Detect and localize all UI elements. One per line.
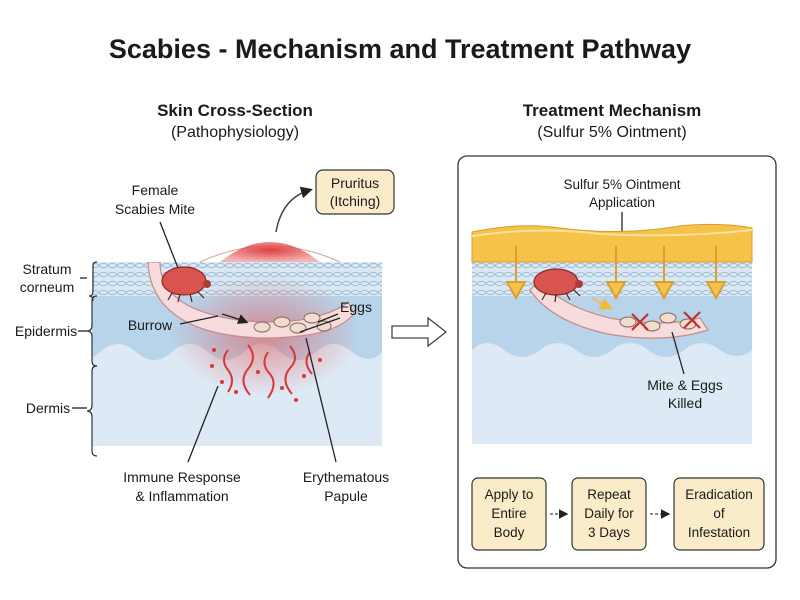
scabies-mite [161,266,211,303]
step-box-2 [571,477,647,551]
left-heading: Skin Cross-Section [157,101,313,120]
step-1-line-1: Apply to [485,487,534,502]
step-box-3 [673,477,765,551]
ointment-label-1: Sulfur 5% Ointment [563,177,680,192]
papule-label-1: Erythematous [303,469,389,485]
step-2-line-1: Repeat [587,487,631,502]
immune-label-2: & Inflammation [135,488,228,504]
burrow-tunnel [147,262,355,339]
step-1-line-3: Body [494,525,525,540]
right-subheading: (Sulfur 5% Ointment) [537,124,686,141]
step-1-line-2: Entire [491,506,526,521]
step-3-line-3: Infestation [688,525,750,540]
eggs [253,312,332,334]
step-box-1 [471,477,547,551]
dermis-label: Dermis [26,400,70,416]
killed-x-marks [631,311,701,331]
papule-label-2: Papule [324,488,368,504]
stratum-label-1: Stratum [22,261,71,277]
epidermis-label: Epidermis [15,323,77,339]
treatment-steps: Apply to Entire Body Repeat Daily for 3 … [471,477,765,551]
pruritus-label-1: Pruritus [331,175,379,191]
killed-label-2: Killed [668,395,702,411]
transition-arrow [391,316,448,348]
step-2-line-3: 3 Days [588,525,630,540]
eggs-label: Eggs [340,299,372,315]
mite-label-2: Scabies Mite [115,201,195,217]
step-3-line-2: of [713,506,725,521]
step-3-line-1: Eradication [685,487,753,502]
inflammation-vessels [223,344,313,399]
papule-bump [220,242,320,262]
pruritus-arrow [275,186,313,233]
immune-label-1: Immune Response [123,469,241,485]
burrow-label: Burrow [128,317,173,333]
penetration-arrows [505,246,727,301]
treated-mite [533,268,579,296]
left-subheading: (Pathophysiology) [171,124,299,141]
pruritus-box [315,169,395,215]
pruritus-label-2: (Itching) [330,193,381,209]
inflammation-dots [210,348,322,402]
stratum-label-2: corneum [20,279,74,295]
ointment-label-2: Application [589,195,655,210]
main-title: Scabies - Mechanism and Treatment Pathwa… [109,34,691,64]
right-heading: Treatment Mechanism [523,101,702,120]
step-2-line-2: Daily for [584,506,634,521]
skin-cross-section [92,262,382,446]
killed-label-1: Mite & Eggs [647,377,722,393]
ointment-layer [471,223,753,263]
mite-label-1: Female [132,182,179,198]
